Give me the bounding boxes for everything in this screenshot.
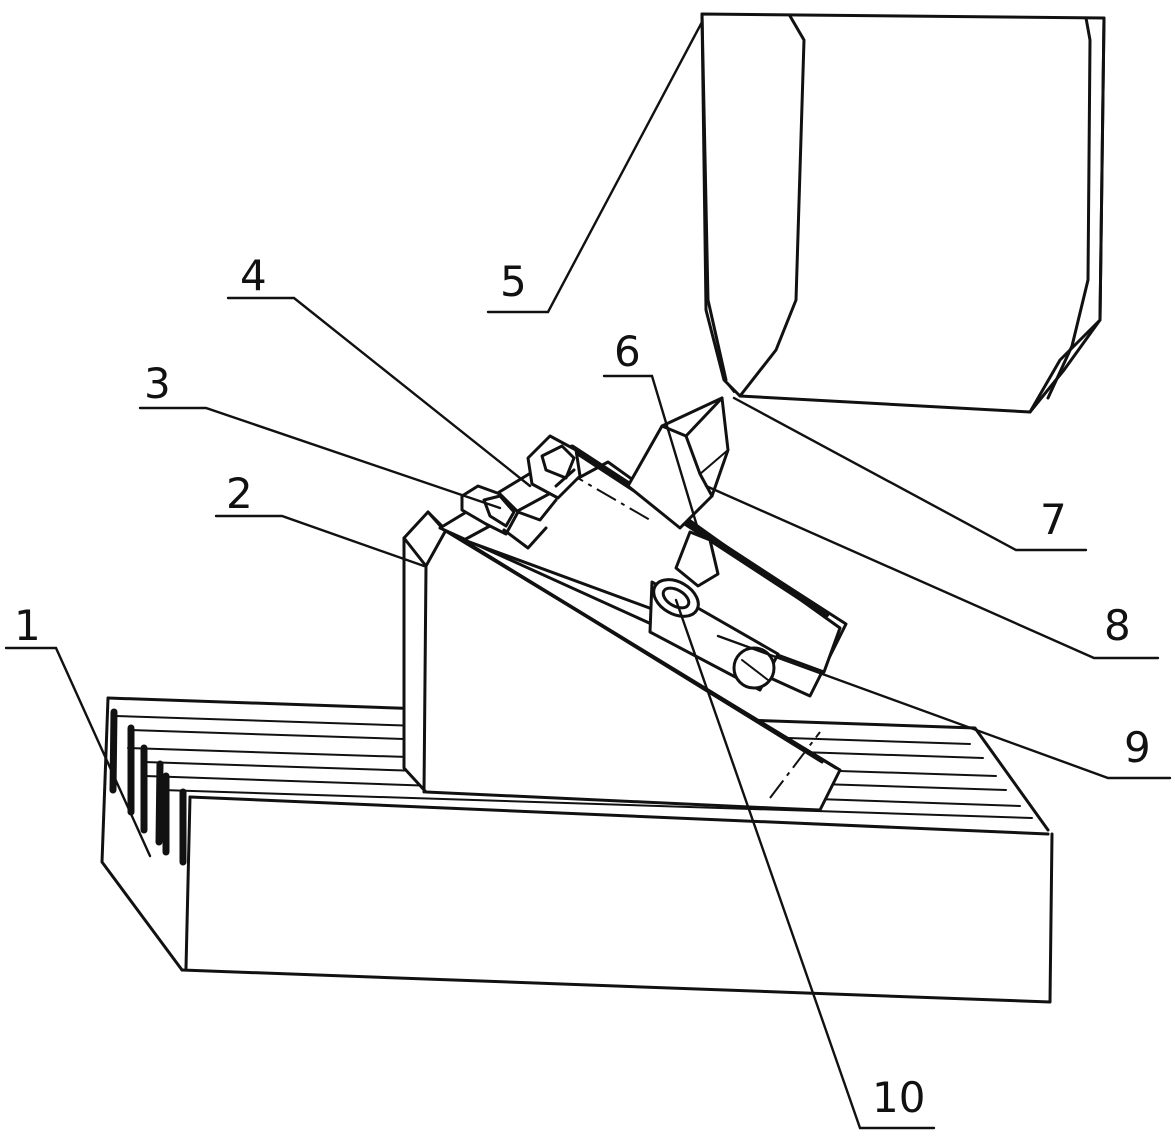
tool-head — [700, 12, 1106, 414]
callout-3: 3 — [144, 359, 171, 408]
callout-6: 6 — [614, 327, 641, 376]
callout-1: 1 — [14, 601, 41, 650]
callout-8: 8 — [1104, 601, 1131, 650]
callout-9: 9 — [1124, 723, 1151, 772]
leader-lines — [4, 20, 1172, 1130]
callout-5: 5 — [500, 257, 527, 306]
callout-2: 2 — [226, 469, 253, 518]
clamp-plate — [438, 444, 848, 799]
callout-10: 10 — [872, 1073, 925, 1122]
fixture-jaws — [460, 434, 582, 550]
callout-7: 7 — [1040, 495, 1067, 544]
callout-4: 4 — [240, 251, 267, 300]
callout-labels: 1 2 3 4 5 6 7 8 9 10 — [14, 251, 1151, 1122]
